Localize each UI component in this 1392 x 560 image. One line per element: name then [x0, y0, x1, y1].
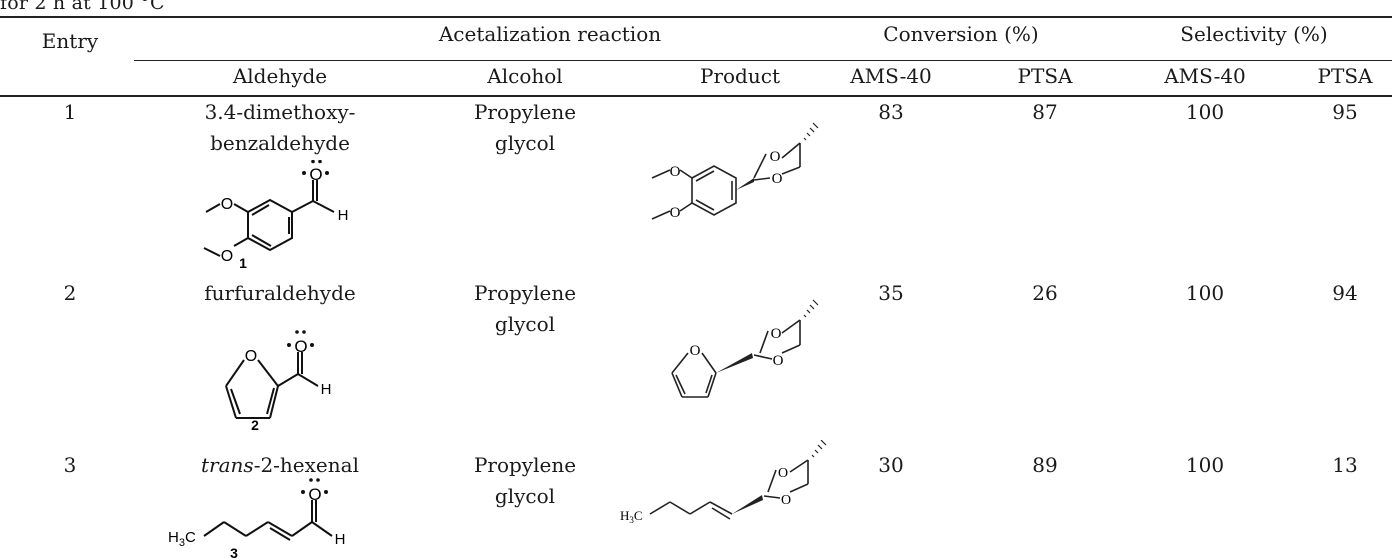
header-conversion-ptsa: PTSA	[1017, 64, 1073, 88]
aldehyde-name-line1: 3.4-dimethoxy-	[204, 100, 356, 124]
oxygen-label: O	[670, 205, 681, 221]
selectivity-ptsa-value: 95	[1332, 100, 1358, 124]
product-2-dioxolane-structure: O O O	[671, 299, 819, 398]
table-caption-fragment: for 2 h at 100 °C	[0, 0, 165, 14]
oxygen-label: O	[308, 485, 321, 504]
alcohol-name-line1: Propylene	[473, 453, 577, 477]
alcohol-name-line1: Propylene	[473, 281, 577, 305]
conversion-ams40-value: 30	[878, 453, 904, 477]
trans-2-hexenal-structure: O H H3C 3	[168, 478, 346, 560]
alcohol-name-line2: glycol	[494, 484, 556, 508]
hydrogen-label: H	[338, 207, 349, 224]
alcohol-name-line1: Propylene	[473, 100, 577, 124]
table-header-rule	[0, 95, 1392, 97]
oxygen-label: O	[294, 337, 307, 356]
selectivity-ptsa-value: 13	[1332, 453, 1358, 477]
alcohol-name-line2: glycol	[494, 312, 556, 336]
aldehyde-name-rest: -2-hexenal	[253, 453, 359, 477]
conversion-ptsa-value: 87	[1032, 100, 1058, 124]
conversion-ams40-value: 35	[878, 281, 904, 305]
entry-number: 3	[63, 453, 77, 477]
header-acetalization: Acetalization reaction	[438, 22, 662, 46]
header-product: Product	[700, 64, 780, 88]
methyl-label: H3C	[168, 529, 196, 549]
oxygen-label: O	[772, 171, 783, 187]
selectivity-ams40-value: 100	[1185, 453, 1225, 477]
header-selectivity-ams40: AMS-40	[1164, 64, 1246, 88]
hydrogen-label: H	[335, 531, 346, 548]
header-aldehyde: Aldehyde	[232, 64, 328, 88]
oxygen-label: O	[781, 493, 791, 508]
oxygen-label: O	[309, 165, 322, 184]
header-selectivity-ptsa: PTSA	[1317, 64, 1373, 88]
oxygen-label: O	[771, 326, 782, 342]
table-top-rule	[0, 16, 1392, 18]
furfural-structure: O O H 2	[225, 330, 332, 430]
product-3-dioxolane-structure: O O H3C	[620, 440, 827, 525]
conversion-ams40-value: 83	[878, 100, 904, 124]
selectivity-ams40-value: 100	[1185, 100, 1225, 124]
methyl-label: H3C	[620, 508, 643, 525]
oxygen-label: O	[773, 353, 784, 369]
conversion-ptsa-value: 26	[1032, 281, 1058, 305]
oxygen-label: O	[221, 196, 233, 213]
product-1-dioxolane-structure: O O O O	[651, 122, 819, 221]
oxygen-label: O	[770, 149, 781, 165]
selectivity-ptsa-value: 94	[1332, 281, 1358, 305]
header-selectivity: Selectivity (%)	[1180, 22, 1328, 46]
entry-number: 1	[63, 100, 77, 124]
compound-number: 3	[230, 545, 238, 560]
hydrogen-label: H	[321, 381, 332, 398]
header-entry: Entry	[41, 29, 99, 53]
header-conversion: Conversion (%)	[883, 22, 1039, 46]
aldehyde-name-italic-prefix: trans	[201, 453, 254, 477]
oxygen-label: O	[690, 343, 701, 359]
table-group-rule	[134, 60, 1392, 61]
compound-number: 2	[251, 417, 259, 430]
veratraldehyde-structure: O H O O 1	[203, 160, 349, 271]
selectivity-ams40-value: 100	[1185, 281, 1225, 305]
alcohol-name-line2: glycol	[494, 131, 556, 155]
header-alcohol: Alcohol	[487, 64, 563, 88]
compound-number: 1	[239, 255, 247, 271]
oxygen-label: O	[778, 466, 788, 481]
aldehyde-name-line2: benzaldehyde	[210, 131, 350, 155]
conversion-ptsa-value: 89	[1032, 453, 1058, 477]
aldehyde-name-line1: furfuraldehyde	[204, 281, 356, 305]
aldehyde-name: trans-2-hexenal	[180, 453, 380, 477]
oxygen-label: O	[670, 164, 681, 180]
header-conversion-ams40: AMS-40	[850, 64, 932, 88]
entry-number: 2	[63, 281, 77, 305]
oxygen-label: O	[221, 248, 233, 265]
oxygen-label: O	[245, 348, 257, 365]
